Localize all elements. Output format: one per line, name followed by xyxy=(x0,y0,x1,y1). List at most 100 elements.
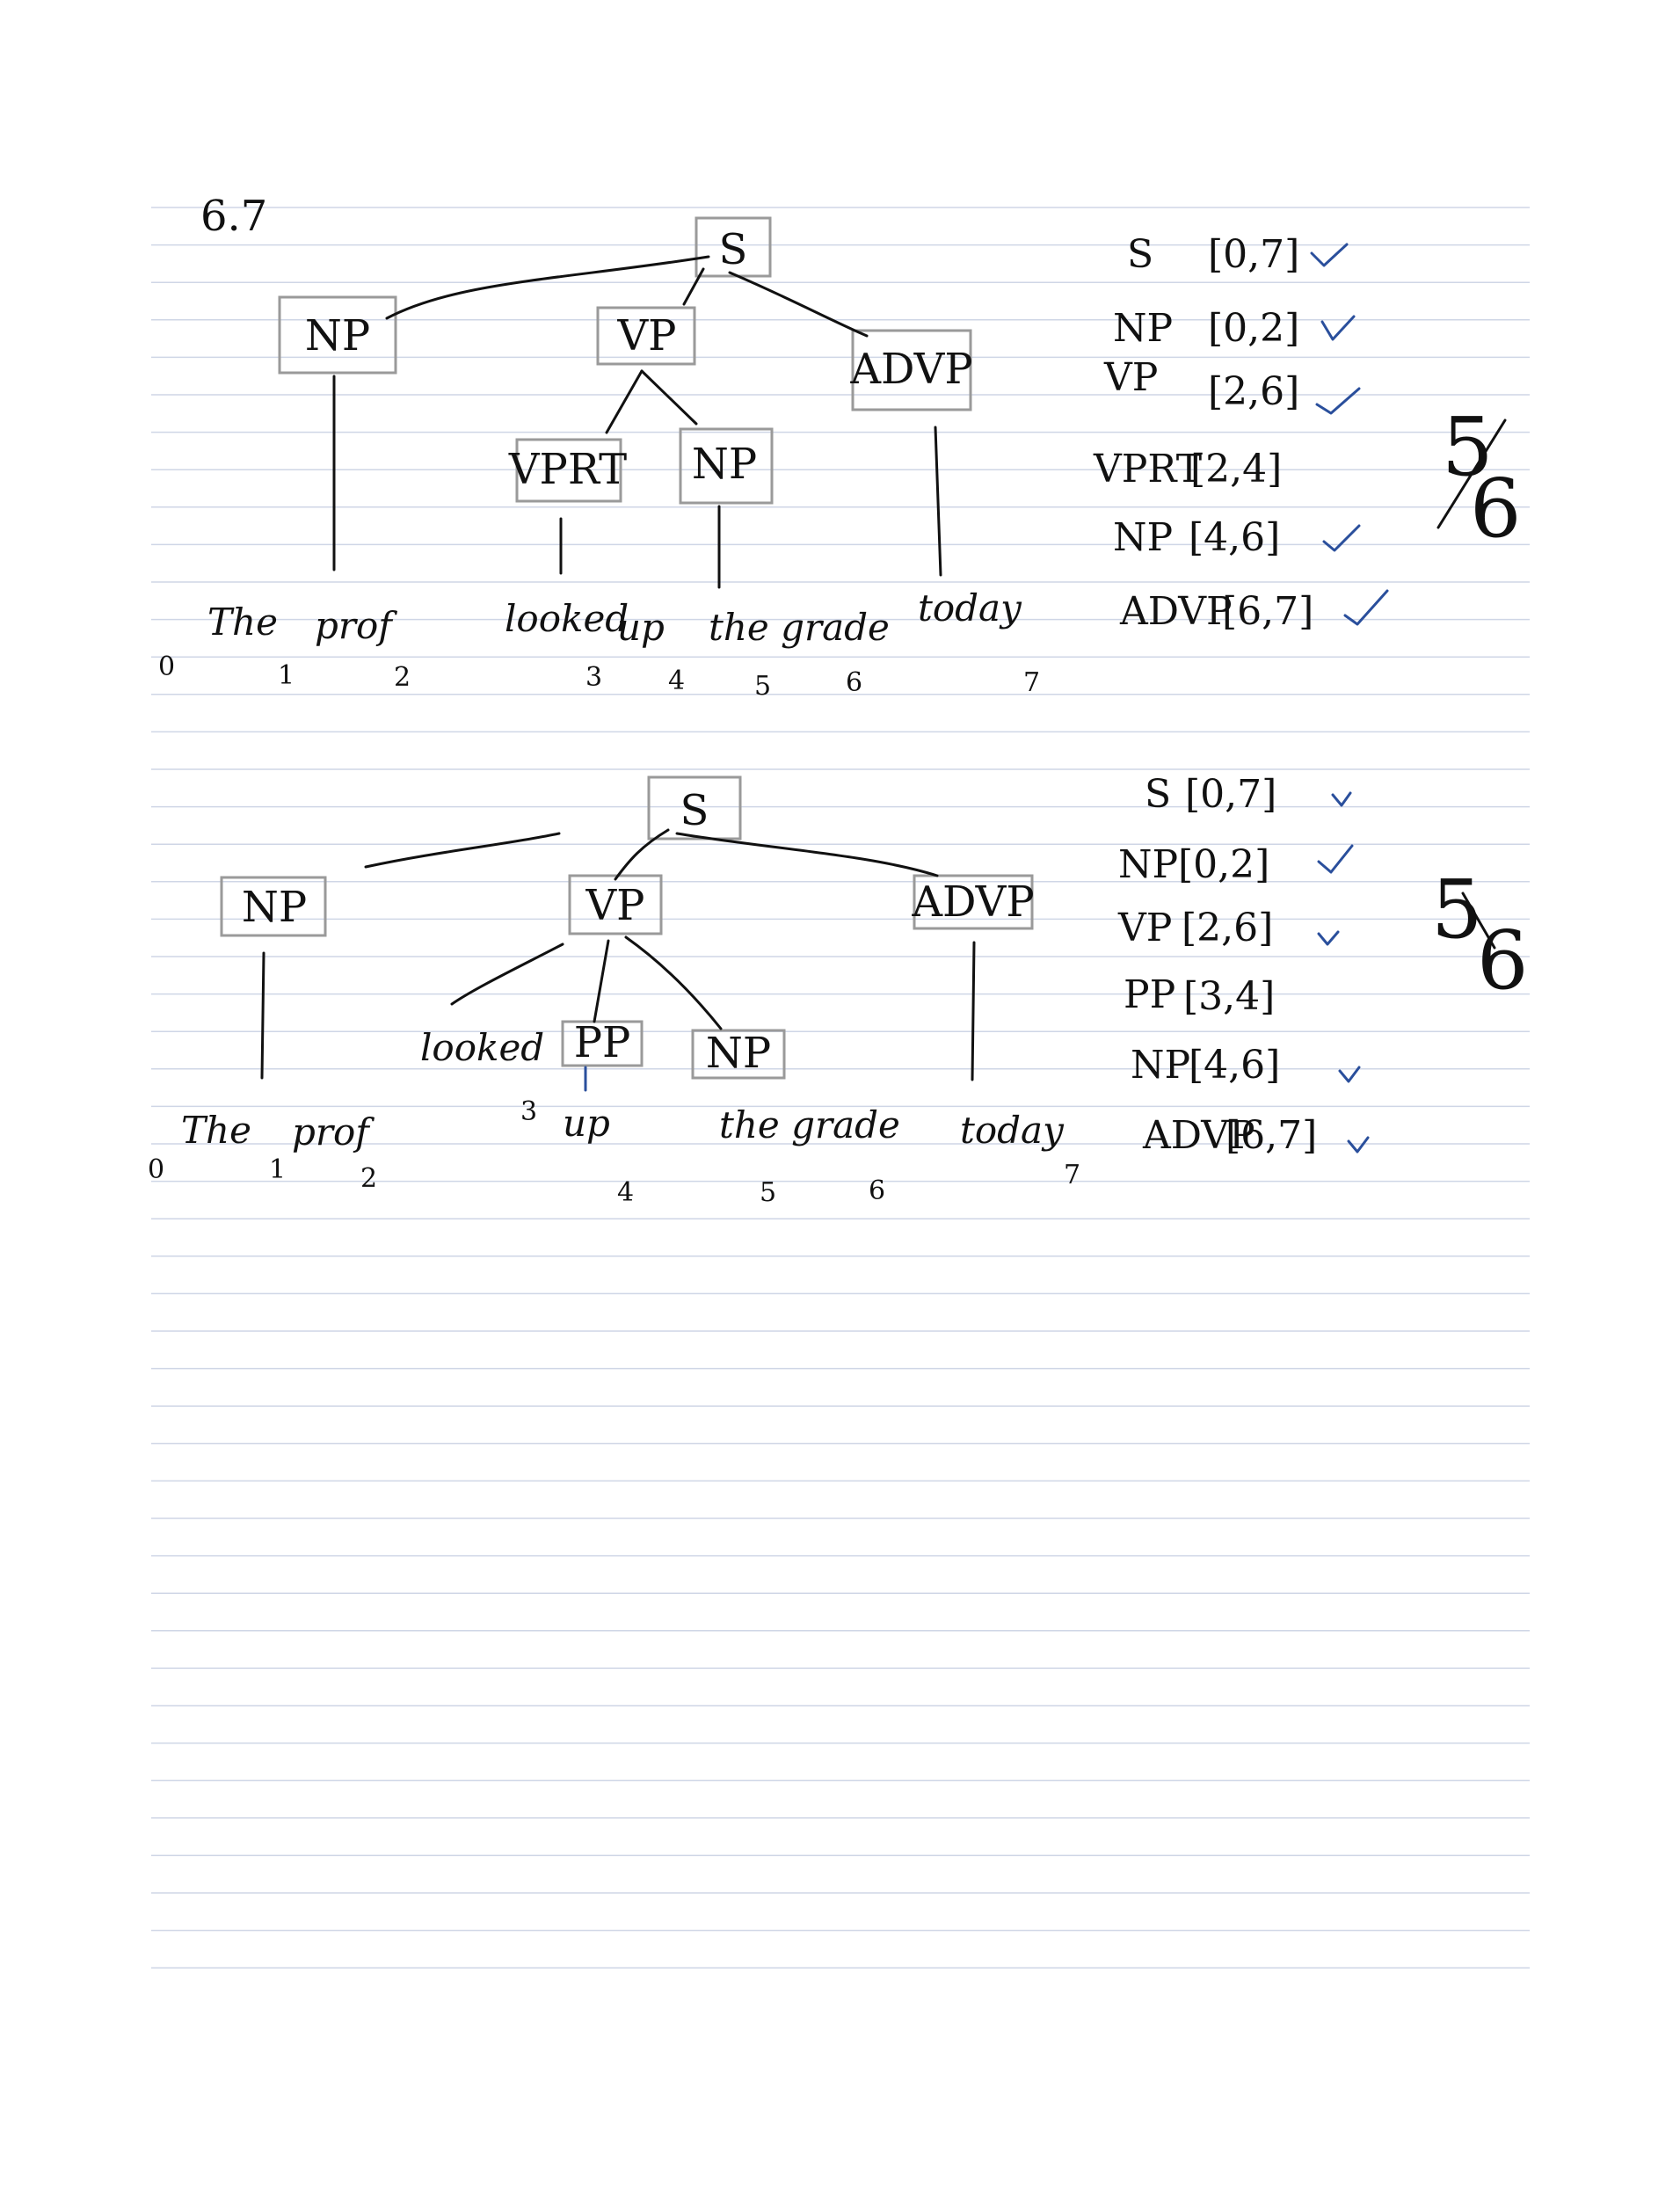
word-prof: prof xyxy=(315,604,397,647)
check-mark-icon xyxy=(1317,930,1340,946)
index-3: 3 xyxy=(520,1096,537,1127)
node-box-np-object xyxy=(679,427,774,505)
span-label: NP xyxy=(1113,306,1173,351)
node-box-np-subject xyxy=(220,876,327,937)
index-6: 6 xyxy=(869,1175,885,1206)
check-mark-icon xyxy=(1347,1136,1370,1154)
edge-np-word xyxy=(260,951,265,1080)
word-looked: looked xyxy=(505,597,629,640)
index-7: 7 xyxy=(1064,1160,1080,1190)
node-label-s: S xyxy=(719,225,748,274)
word-looked: looked xyxy=(420,1026,544,1069)
word-up: up xyxy=(563,1102,610,1145)
index-7: 7 xyxy=(1023,667,1040,698)
edge-vp-pp xyxy=(593,939,610,1023)
index-5: 5 xyxy=(754,671,771,702)
node-label-pp: PP xyxy=(574,1018,631,1067)
span-label: NP xyxy=(1131,1043,1190,1088)
node-box-vp xyxy=(596,306,696,366)
word-the-grade: the grade xyxy=(709,606,890,649)
score-1: 5 6 xyxy=(1436,400,1522,556)
span-range: [0,2] xyxy=(1178,842,1269,887)
node-label-np-object: NP xyxy=(706,1029,771,1078)
span-label: NP xyxy=(1118,842,1178,887)
span-range: [6,7] xyxy=(1225,1113,1317,1158)
node-box-np-object xyxy=(691,1029,786,1080)
word-the: The xyxy=(207,600,278,644)
span-range: [4,6] xyxy=(1189,1043,1280,1088)
score-2: 5 6 xyxy=(1431,862,1529,1008)
span-label: VPRT xyxy=(1093,447,1202,491)
span-label: S xyxy=(1145,772,1171,817)
check-mark-icon xyxy=(1322,524,1361,552)
check-mark-icon xyxy=(1343,589,1389,626)
span-range: [0,2] xyxy=(1208,306,1299,351)
node-box-vprt xyxy=(515,438,622,503)
span-label: VP xyxy=(1117,906,1172,950)
check-mark-icon xyxy=(1320,315,1356,341)
span-range: [2,6] xyxy=(1208,369,1299,414)
node-label-s: S xyxy=(680,786,709,835)
edge-s-advp xyxy=(728,271,869,338)
edge-vp-vprt xyxy=(605,369,644,434)
edge-vp-np xyxy=(624,935,723,1030)
node-label-np-subject: NP xyxy=(305,311,370,360)
span-label: PP xyxy=(1124,972,1175,1017)
fraction-slash xyxy=(1436,418,1507,529)
node-box-advp xyxy=(913,874,1034,930)
edge-vp-looked xyxy=(450,943,564,1006)
node-label-np-object: NP xyxy=(692,440,757,489)
node-label-np-subject: NP xyxy=(242,883,307,932)
index-5: 5 xyxy=(760,1177,776,1208)
edge-s-np xyxy=(385,255,710,320)
index-1: 1 xyxy=(278,660,295,691)
problem-number: 6.7 xyxy=(200,192,267,241)
word-up: up xyxy=(617,606,665,649)
score-numerator: 5 xyxy=(1431,862,1483,957)
edge-s-vp xyxy=(682,267,705,306)
fraction-slash xyxy=(1461,892,1496,950)
edge-advp-word xyxy=(971,941,976,1081)
check-mark-icon xyxy=(1331,791,1352,807)
node-label-vp: VP xyxy=(585,881,645,930)
index-0: 0 xyxy=(148,1154,164,1185)
edge-advp-word xyxy=(934,426,942,577)
span-label: VP xyxy=(1103,355,1158,400)
score-denominator: 6 xyxy=(1470,462,1522,556)
span-label: ADVP xyxy=(1142,1113,1255,1158)
edge-vp-np xyxy=(640,369,698,426)
node-box-advp xyxy=(851,329,972,411)
check-mark-icon xyxy=(1310,243,1349,267)
span-range: [2,4] xyxy=(1190,447,1282,491)
index-4: 4 xyxy=(668,666,685,696)
node-box-s xyxy=(647,775,742,841)
span-range: [0,7] xyxy=(1185,772,1276,817)
edge-s-advp xyxy=(675,832,939,877)
index-0: 0 xyxy=(158,651,175,682)
span-list-2: S [0,7] NP [0,2] VP [2,6] PP [3,4] NP [4… xyxy=(1117,772,1370,1158)
node-box-vp xyxy=(568,874,663,935)
word-the: The xyxy=(181,1109,251,1152)
index-3: 3 xyxy=(585,662,602,693)
edge-s-np xyxy=(364,832,561,869)
node-label-advp: ADVP xyxy=(849,345,972,394)
index-4: 4 xyxy=(617,1177,634,1208)
node-box-np-subject xyxy=(278,295,397,375)
node-box-pp xyxy=(561,1020,644,1067)
span-range: [0,7] xyxy=(1208,232,1299,277)
word-prof: prof xyxy=(292,1110,375,1154)
span-range: [3,4] xyxy=(1183,974,1275,1019)
span-label: S xyxy=(1127,232,1153,277)
index-2: 2 xyxy=(394,662,411,693)
check-mark-icon xyxy=(1338,1066,1361,1083)
span-range: [6,7] xyxy=(1222,589,1313,634)
span-list-1: S [0,7] NP [0,2] VP [2,6] VPRT [2,4] NP … xyxy=(1093,232,1389,634)
node-label-vprt: VPRT xyxy=(508,445,627,494)
node-box-s xyxy=(695,216,772,278)
parse-tree-1: S NP VP ADVP VPRT NP The prof looked up … xyxy=(158,216,1040,702)
parse-tree-2: S NP VP ADVP PP NP The prof looked up th… xyxy=(148,775,1080,1208)
node-label-vp: VP xyxy=(617,311,677,360)
node-label-advp: ADVP xyxy=(911,877,1034,927)
ruled-lines xyxy=(151,207,1530,1969)
